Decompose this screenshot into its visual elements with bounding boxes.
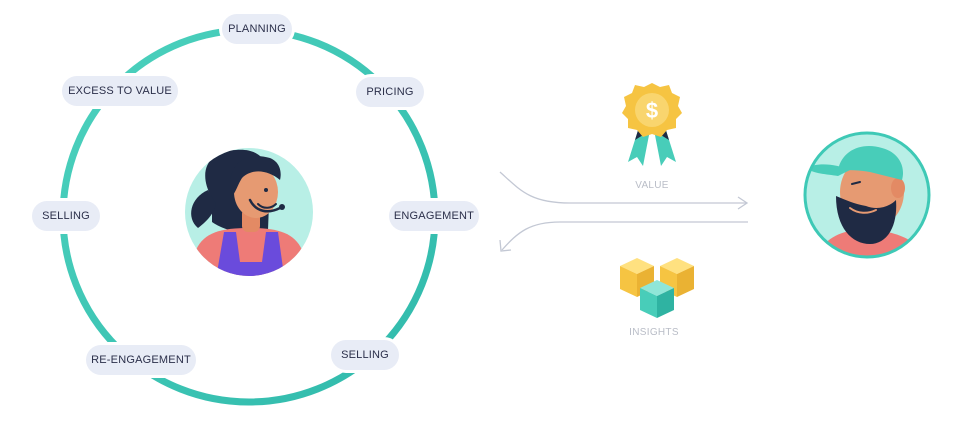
insights-caption: INSIGHTS: [629, 327, 679, 338]
cycle-label-engagement: ENGAGEMENT: [389, 201, 479, 231]
cycle-label-planning: PLANNING: [222, 14, 292, 44]
value-arrow-head: [737, 196, 749, 210]
value-caption: VALUE: [635, 180, 669, 191]
cycle-label-selling-left: SELLING: [32, 201, 100, 231]
insights-arrow-head: [499, 239, 512, 252]
seller-avatar: [185, 148, 313, 276]
cycle-label-selling-right: SELLING: [331, 340, 399, 370]
cycle-label-pricing: PRICING: [356, 77, 424, 107]
insights-flow-arrow: [501, 221, 748, 251]
dollar-ribbon-badge-icon: $: [622, 83, 682, 166]
insight-cubes-icon: [620, 258, 694, 318]
customer-avatar: [803, 131, 931, 259]
cycle-label-excess-to-value: EXCESS TO VALUE: [62, 76, 178, 106]
value-flow-arrow: [499, 171, 746, 204]
dollar-symbol: $: [646, 98, 658, 123]
cycle-label-re-engagement: RE-ENGAGEMENT: [86, 345, 196, 375]
